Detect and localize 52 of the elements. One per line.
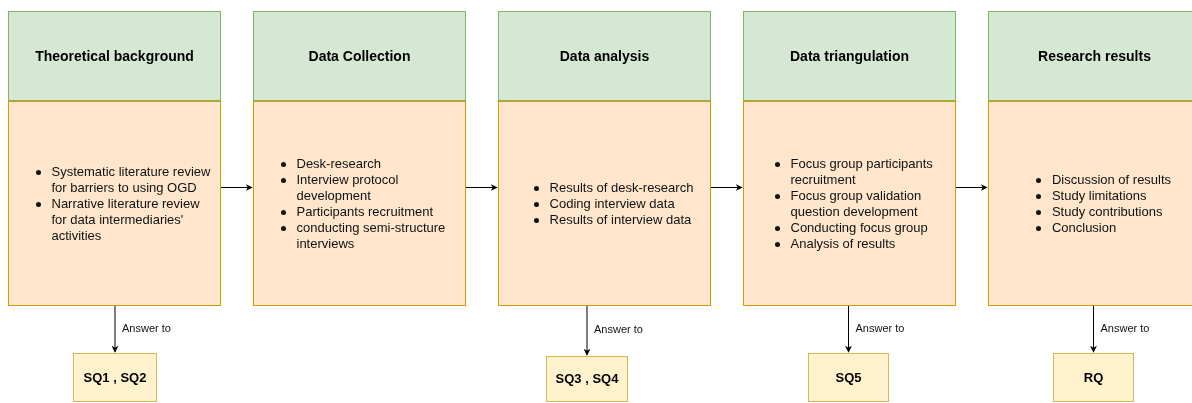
stage-body-box <box>988 101 1192 306</box>
arrow <box>111 305 119 353</box>
question-label: RQ <box>1083 368 1104 387</box>
arrow <box>955 184 988 191</box>
stage-title: Data Collection <box>308 46 411 66</box>
answer-box <box>73 353 157 402</box>
stage-title: Theoretical background <box>35 46 194 66</box>
question-label: SQ3 , SQ4 <box>555 370 619 389</box>
arrow <box>583 305 591 356</box>
bullet-item: Participants recruitment <box>296 203 434 220</box>
edge-label: Answer to <box>1100 321 1150 334</box>
bullet-item: Study contributions <box>1051 203 1163 220</box>
bullet-item: Study limitations <box>1051 187 1147 204</box>
stage-title: Data triangulation <box>790 46 909 66</box>
bullet-item: conducting semi-structure interviews <box>296 219 447 252</box>
edge-label: Answer to <box>594 322 643 336</box>
bullet-item: Analysis of results <box>790 235 896 252</box>
arrow <box>220 184 253 191</box>
bullet-item: Results of desk-research <box>549 179 694 196</box>
arrow <box>1090 305 1097 353</box>
bullet-item: Focus group participants recruitment <box>790 155 934 188</box>
bullet-item: Narrative literature review for data intermediaries' activities <box>51 195 201 244</box>
stage-header-box <box>743 11 956 101</box>
edge-label: Answer to <box>855 321 905 334</box>
edge-label: Answer to <box>122 321 171 334</box>
stage-body-box <box>8 101 221 306</box>
stage-header-box <box>988 11 1192 101</box>
stage-body-box <box>498 101 711 306</box>
stage-header-box <box>253 11 466 101</box>
bullet-item: Discussion of results <box>1051 171 1172 188</box>
arrow <box>845 305 852 353</box>
stage-title: Data analysis <box>559 46 650 66</box>
question-label: SQ1 , SQ2 <box>83 368 147 387</box>
stage-title: Research results <box>1038 46 1151 66</box>
bullet-item: Systematic literature review for barriers to using OGD <box>51 163 212 196</box>
bullet-item: Conclusion <box>1051 219 1117 236</box>
stage-header-box <box>8 11 221 101</box>
bullet-item: Results of interview data <box>549 211 692 228</box>
stage-header-box <box>498 11 711 101</box>
bullet-item: Coding interview data <box>549 195 675 212</box>
answer-box <box>808 353 889 402</box>
stage-body-box <box>743 101 956 306</box>
answer-box <box>1053 353 1134 402</box>
bullet-item: Interview protocol development <box>296 171 400 204</box>
arrow <box>710 184 743 191</box>
answer-box <box>546 356 628 402</box>
stage-body-box <box>253 101 466 306</box>
bullet-item: Conducting focus group <box>790 219 928 236</box>
question-label: SQ5 <box>835 368 862 387</box>
arrow <box>465 184 498 191</box>
bullet-item: Focus group validation question development <box>790 187 923 220</box>
bullet-item: Desk-research <box>296 155 382 172</box>
